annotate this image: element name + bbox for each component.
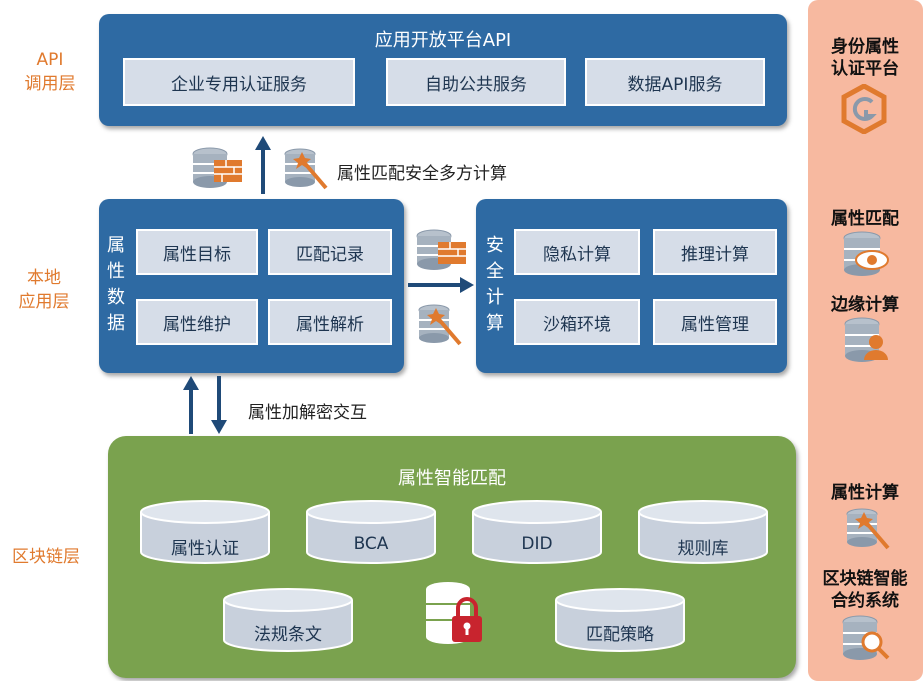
database-wand-icon xyxy=(846,508,890,550)
box-inference-computing: 推理计算 xyxy=(653,229,777,275)
database-person-icon xyxy=(844,317,888,362)
box-privacy-computing: 隐私计算 xyxy=(514,229,640,275)
box-sandbox: 沙箱环境 xyxy=(514,299,640,345)
cylinder-label: BCA xyxy=(353,534,389,554)
side-label-smart-contract: 区块链智能 合约系统 xyxy=(822,569,908,611)
side-label-attribute-match: 属性匹配 xyxy=(831,209,899,229)
database-eye-icon xyxy=(843,231,889,276)
right-arrow-icon xyxy=(408,277,474,293)
box-attribute-parsing: 属性解析 xyxy=(268,299,392,345)
side-label-edge-computing: 边缘计算 xyxy=(831,295,899,315)
side-label-attribute-computing: 属性计算 xyxy=(831,483,899,503)
box-attribute-maintenance: 属性维护 xyxy=(136,299,258,345)
database-search-icon xyxy=(842,615,890,660)
layer-label-local: 本地 应用层 xyxy=(18,268,70,312)
api-panel-title: 应用开放平台API xyxy=(374,30,512,51)
attribute-data-panel: 属 性 数 据 属性目标 匹配记录 属性维护 属性解析 xyxy=(99,199,404,373)
cylinder-label: 法规条文 xyxy=(254,625,322,645)
blockchain-panel-title: 属性智能匹配 xyxy=(398,468,506,489)
mpc-annotation: 属性匹配安全多方计算 xyxy=(337,164,507,184)
attribute-data-title: 属 性 数 据 xyxy=(107,235,125,334)
database-lock-icon xyxy=(426,582,482,644)
box-attribute-management: 属性管理 xyxy=(653,299,777,345)
layer-label-blockchain: 区块链层 xyxy=(12,547,80,567)
cylinder-label: 匹配策略 xyxy=(586,625,654,645)
cylinder-match-strategy xyxy=(555,588,685,652)
database-firewall-icon xyxy=(192,147,242,188)
service-box-data-api: 数据API服务 xyxy=(585,58,765,106)
secure-computing-panel: 安 全 计 算 隐私计算 推理计算 沙箱环境 属性管理 xyxy=(476,199,787,373)
up-arrow-icon xyxy=(255,136,271,194)
database-wand-icon xyxy=(418,304,462,346)
cylinder-attribute-auth xyxy=(140,500,270,564)
service-box-self-service: 自助公共服务 xyxy=(386,58,566,106)
cylinder-label: 属性认证 xyxy=(171,539,239,559)
database-wand-icon xyxy=(284,148,328,190)
encrypt-annotation: 属性加解密交互 xyxy=(248,403,367,423)
side-label-identity-platform: 身份属性 认证平台 xyxy=(831,37,899,79)
secure-computing-title: 安 全 计 算 xyxy=(486,235,504,334)
cylinder-label: 规则库 xyxy=(677,539,729,559)
cylinder-label: DID xyxy=(521,534,553,554)
hexagon-logo-icon xyxy=(841,84,887,134)
database-firewall-icon xyxy=(416,229,466,270)
api-panel: 应用开放平台API 企业专用认证服务 自助公共服务 数据API服务 xyxy=(99,14,787,126)
bidirectional-arrows-icon xyxy=(183,376,227,434)
cylinder-bca xyxy=(306,500,436,564)
service-box-enterprise: 企业专用认证服务 xyxy=(123,58,355,106)
cylinder-rule-base xyxy=(638,500,768,564)
box-attribute-target: 属性目标 xyxy=(136,229,258,275)
cylinder-did xyxy=(472,500,602,564)
cylinder-regulations xyxy=(223,588,353,652)
layer-label-api: API 调用层 xyxy=(24,50,76,94)
box-match-record: 匹配记录 xyxy=(268,229,392,275)
